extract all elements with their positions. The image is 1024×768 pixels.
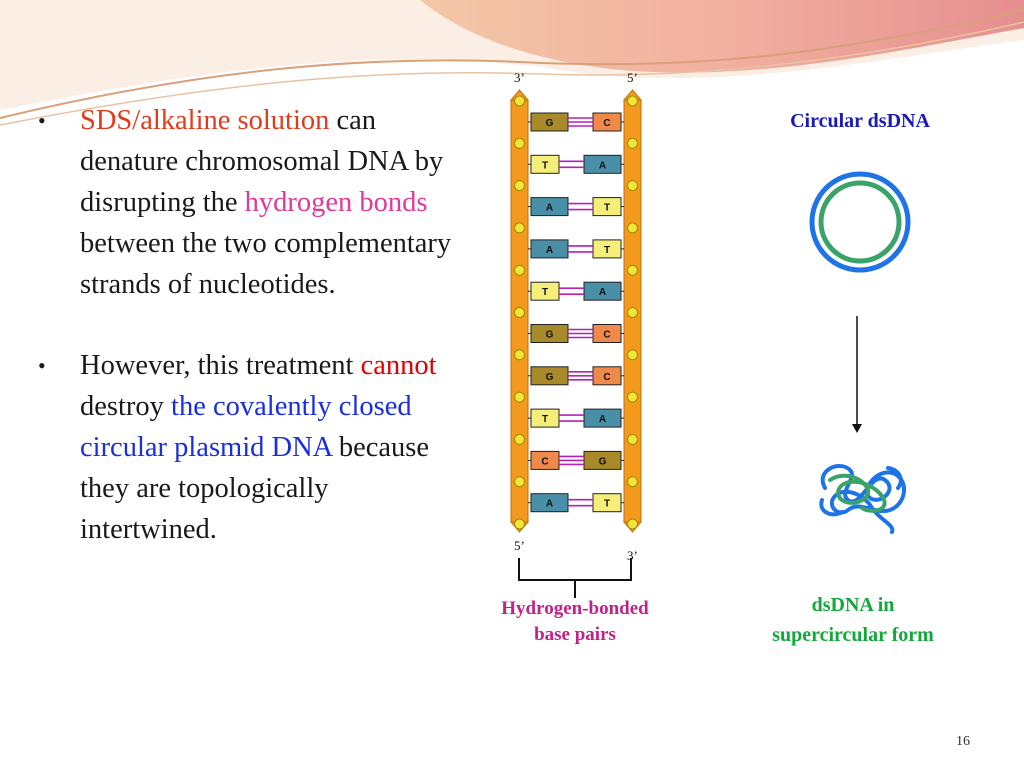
backbone-node (514, 264, 525, 276)
backbone-node (514, 180, 525, 192)
supercoiled-dna-knot (819, 464, 906, 534)
base-box-left (530, 493, 569, 513)
base-pair-bracket (518, 558, 632, 598)
base-letter-right: A (599, 160, 606, 171)
backbone-node (514, 307, 525, 318)
bullet-list: • SDS/alkaline solution can denature chr… (36, 100, 466, 550)
backbone-node (514, 476, 525, 488)
base-letter-left: A (546, 499, 553, 510)
plasmid-phrase: the covalently closed circular plasmid D… (80, 391, 412, 463)
base-letter-left: T (542, 160, 548, 171)
base-letter-right: T (604, 245, 610, 256)
supercircular-line-1: dsDNA in (811, 594, 895, 616)
backbone-node (627, 391, 638, 403)
base-box-left (530, 281, 560, 301)
base-box-right (592, 239, 622, 259)
hydrogen-bonded-label: Hydrogen-bonded base pairs (470, 596, 680, 648)
base-letter-left: A (546, 245, 553, 256)
backbone-node (514, 433, 525, 445)
circular-dsdna-outer-ring (809, 171, 911, 273)
backbone-node (627, 222, 638, 234)
cannot-word: cannot (360, 350, 437, 381)
backbone-node (514, 349, 525, 361)
top-right-end-label: 5’ (627, 70, 638, 85)
base-letter-left: T (542, 414, 548, 425)
base-letter-right: C (603, 330, 610, 341)
top-left-end-label: 3’ (514, 70, 525, 85)
bottom-right-end-label: 3’ (627, 548, 638, 563)
hydrogen-bonded-line-1: Hydrogen-bonded (501, 598, 649, 619)
text-segment: because they are topologically intertwin… (80, 432, 430, 545)
conversion-arrow-head (852, 424, 862, 433)
base-letter-left: T (542, 287, 548, 298)
base-box-left (530, 197, 569, 217)
base-letter-left: C (541, 456, 548, 467)
backbone-node (514, 137, 525, 149)
backbone-node (627, 518, 638, 530)
backbone-node (627, 349, 638, 361)
base-letter-right: C (603, 372, 610, 383)
bottom-left-end-label: 5’ (514, 538, 525, 553)
backbone-node (514, 391, 525, 403)
base-letter-right: G (599, 456, 607, 467)
base-box-right (583, 154, 622, 174)
bullet-marker: • (38, 353, 46, 378)
base-letter-left: G (546, 330, 554, 341)
bullet-sds-denature: • SDS/alkaline solution can denature chr… (36, 100, 466, 305)
base-letter-right: T (604, 499, 610, 510)
base-letter-right: A (599, 414, 606, 425)
bullet-marker: • (38, 108, 46, 133)
backbone-node (514, 95, 525, 107)
base-box-right (592, 197, 622, 217)
hydrogen-bonded-line-2: base pairs (534, 624, 616, 645)
text-segment: between the two complementary strands of… (80, 228, 452, 300)
backbone-node (627, 264, 638, 276)
base-box-left (530, 239, 569, 259)
text-segment: destroy (80, 391, 172, 422)
backbone-node (627, 95, 638, 107)
base-box-left (530, 408, 560, 428)
sds-phrase: SDS/alkaline solution (80, 105, 330, 136)
backbone-node (627, 307, 638, 318)
backbone-node (514, 518, 525, 530)
text-segment: However, this treatment (80, 350, 361, 381)
base-letter-left: G (546, 372, 554, 383)
circular-dsdna-inner-ring (818, 180, 902, 264)
text-segment: can denature chromosomal DNA by disrupti… (80, 105, 444, 218)
hydrogen-bonds-phrase: hydrogen bonds (244, 187, 428, 218)
supercircular-line-2: supercircular form (772, 624, 934, 646)
base-letter-left: G (546, 118, 554, 129)
base-letter-left: A (546, 203, 553, 214)
backbone-node (627, 476, 638, 488)
slide-number: 16 (956, 734, 970, 749)
base-box-left (530, 154, 560, 174)
base-box-right (583, 408, 622, 428)
supercircular-label: dsDNA in supercircular form (728, 590, 978, 650)
header-swoosh-decoration (0, 0, 1024, 126)
backbone-node (627, 433, 638, 445)
backbone-node (514, 222, 525, 234)
backbone-node (627, 137, 638, 149)
base-letter-right: T (604, 203, 610, 214)
base-letter-right: A (599, 287, 606, 298)
circular-dsdna-label: Circular dsDNA (790, 110, 930, 132)
base-box-right (583, 281, 622, 301)
base-letter-right: C (603, 118, 610, 129)
base-box-right (592, 493, 622, 513)
bullet-plasmid: • However, this treatment cannot destroy… (36, 345, 466, 550)
backbone-node (627, 180, 638, 192)
